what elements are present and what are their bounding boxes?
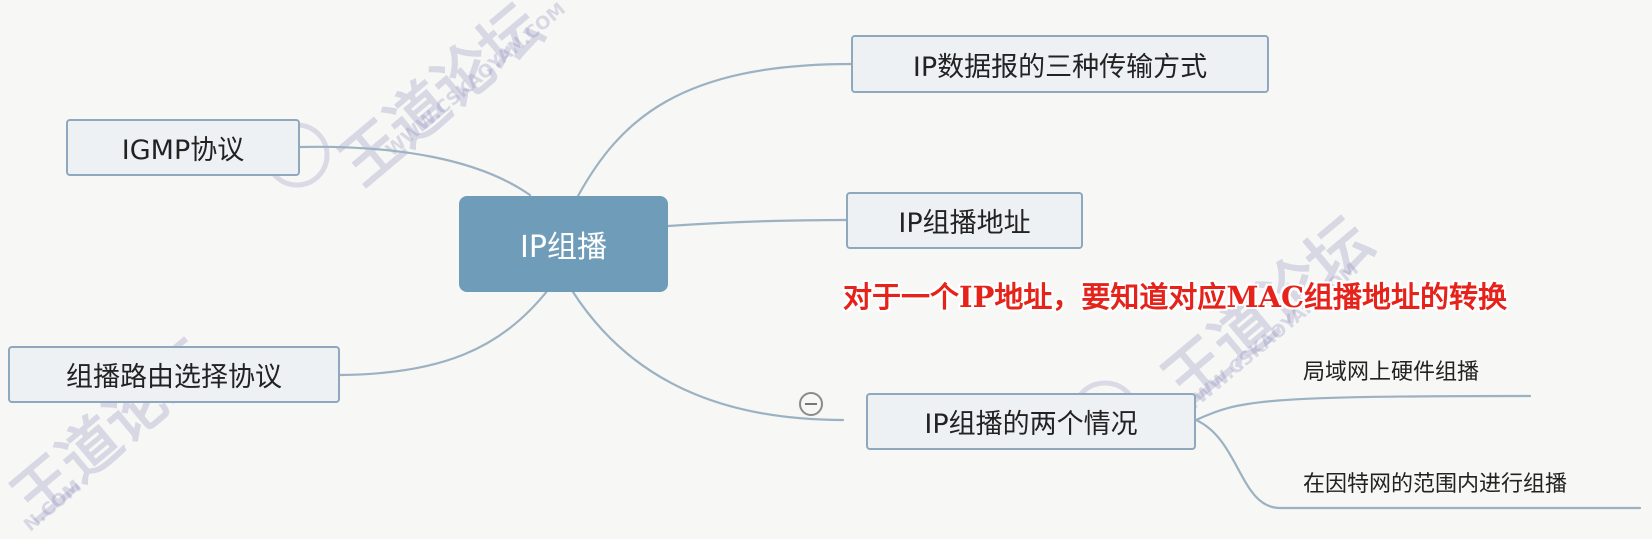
node-address-label: IP组播地址 [898,208,1031,239]
center-topic[interactable]: IP组播 [459,196,668,292]
node-igmp[interactable]: IGMP协议 [66,119,300,176]
node-transmission-label: IP数据报的三种传输方式 [912,51,1208,83]
collapse-toggle-icon[interactable] [799,392,823,416]
node-multicast-routing[interactable]: 组播路由选择协议 [8,346,340,403]
annotation-mac-conversion: 对于一个IP地址，要知道对应MAC组播地址的转换 [843,280,1508,314]
connector-leaf-1 [1194,394,1532,422]
connector-routing [338,288,550,377]
node-two-cases-label: IP组播的两个情况 [924,409,1138,440]
node-routing-label: 组播路由选择协议 [66,362,282,393]
connector-transmission [576,62,853,198]
connector-igmp [298,145,532,197]
connector-two-cases [571,290,845,422]
center-topic-label: IP组播 [520,230,607,265]
leaf-internet-multicast[interactable]: 在因特网的范围内进行组播 [1303,472,1568,497]
node-transmission-methods[interactable]: IP数据报的三种传输方式 [851,35,1269,93]
connector-leaf-2 [1194,418,1642,510]
node-igmp-label: IGMP协议 [121,135,245,166]
leaf-lan-hardware-multicast[interactable]: 局域网上硬件组播 [1303,360,1480,385]
node-multicast-address[interactable]: IP组播地址 [846,192,1083,249]
node-two-cases[interactable]: IP组播的两个情况 [866,393,1196,450]
connector-address [666,218,848,228]
